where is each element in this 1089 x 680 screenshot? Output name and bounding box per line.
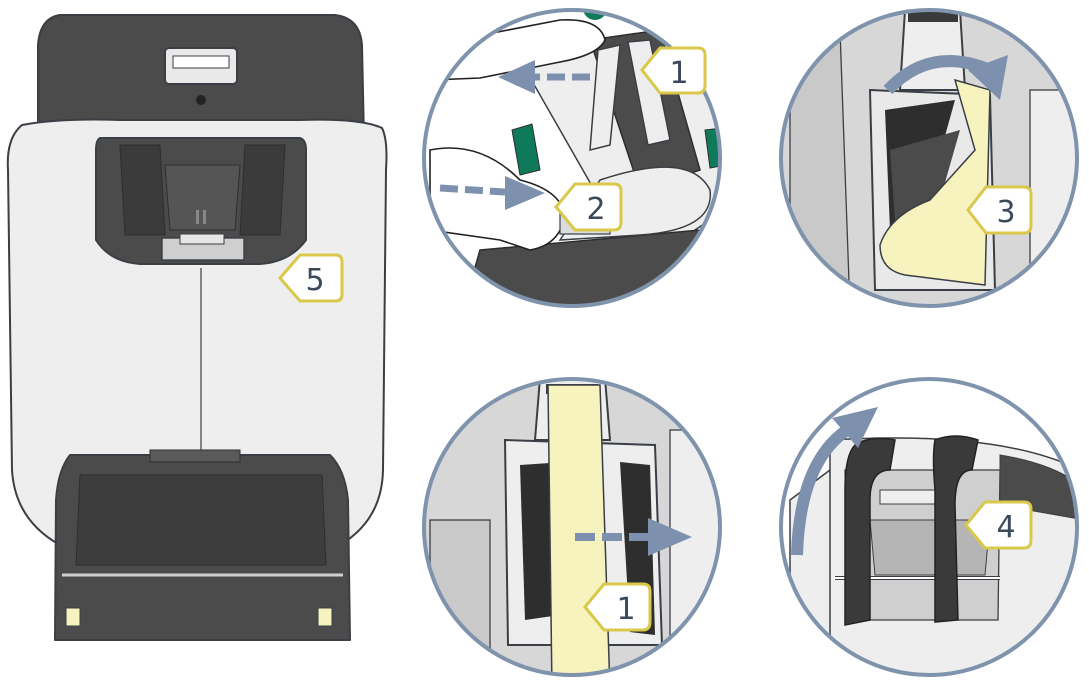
svg-text:5: 5 — [305, 263, 324, 298]
panel-ring — [422, 8, 722, 308]
callout-3: 3 — [966, 185, 1033, 235]
panel-ring — [422, 377, 722, 677]
callout-4: 4 — [964, 500, 1033, 550]
svg-text:1: 1 — [616, 592, 635, 627]
left-shoulder-strap — [844, 437, 896, 626]
panel-pull-strap: 1 — [422, 377, 722, 677]
panel-release-harness: 1 2 — [422, 8, 722, 308]
svg-text:4: 4 — [996, 510, 1015, 545]
panel-ring — [779, 377, 1079, 677]
right-shoulder-strap — [932, 435, 979, 623]
callout-1-top: 1 — [640, 46, 707, 95]
callout-5: 5 — [278, 253, 344, 303]
strap — [547, 384, 611, 675]
callout-2: 2 — [554, 182, 623, 232]
headrest-button — [196, 95, 206, 105]
svg-text:2: 2 — [586, 192, 605, 227]
svg-text:3: 3 — [996, 195, 1015, 230]
panel-fold-strap: 3 — [779, 8, 1079, 308]
callout-1-bottom: 1 — [583, 582, 652, 632]
svg-text:1: 1 — [669, 56, 688, 91]
car-seat-overview: 5 — [6, 14, 388, 641]
panel-ring — [779, 8, 1079, 308]
strap — [879, 78, 991, 286]
panel-raise-shoulder-straps: 4 — [779, 377, 1079, 677]
